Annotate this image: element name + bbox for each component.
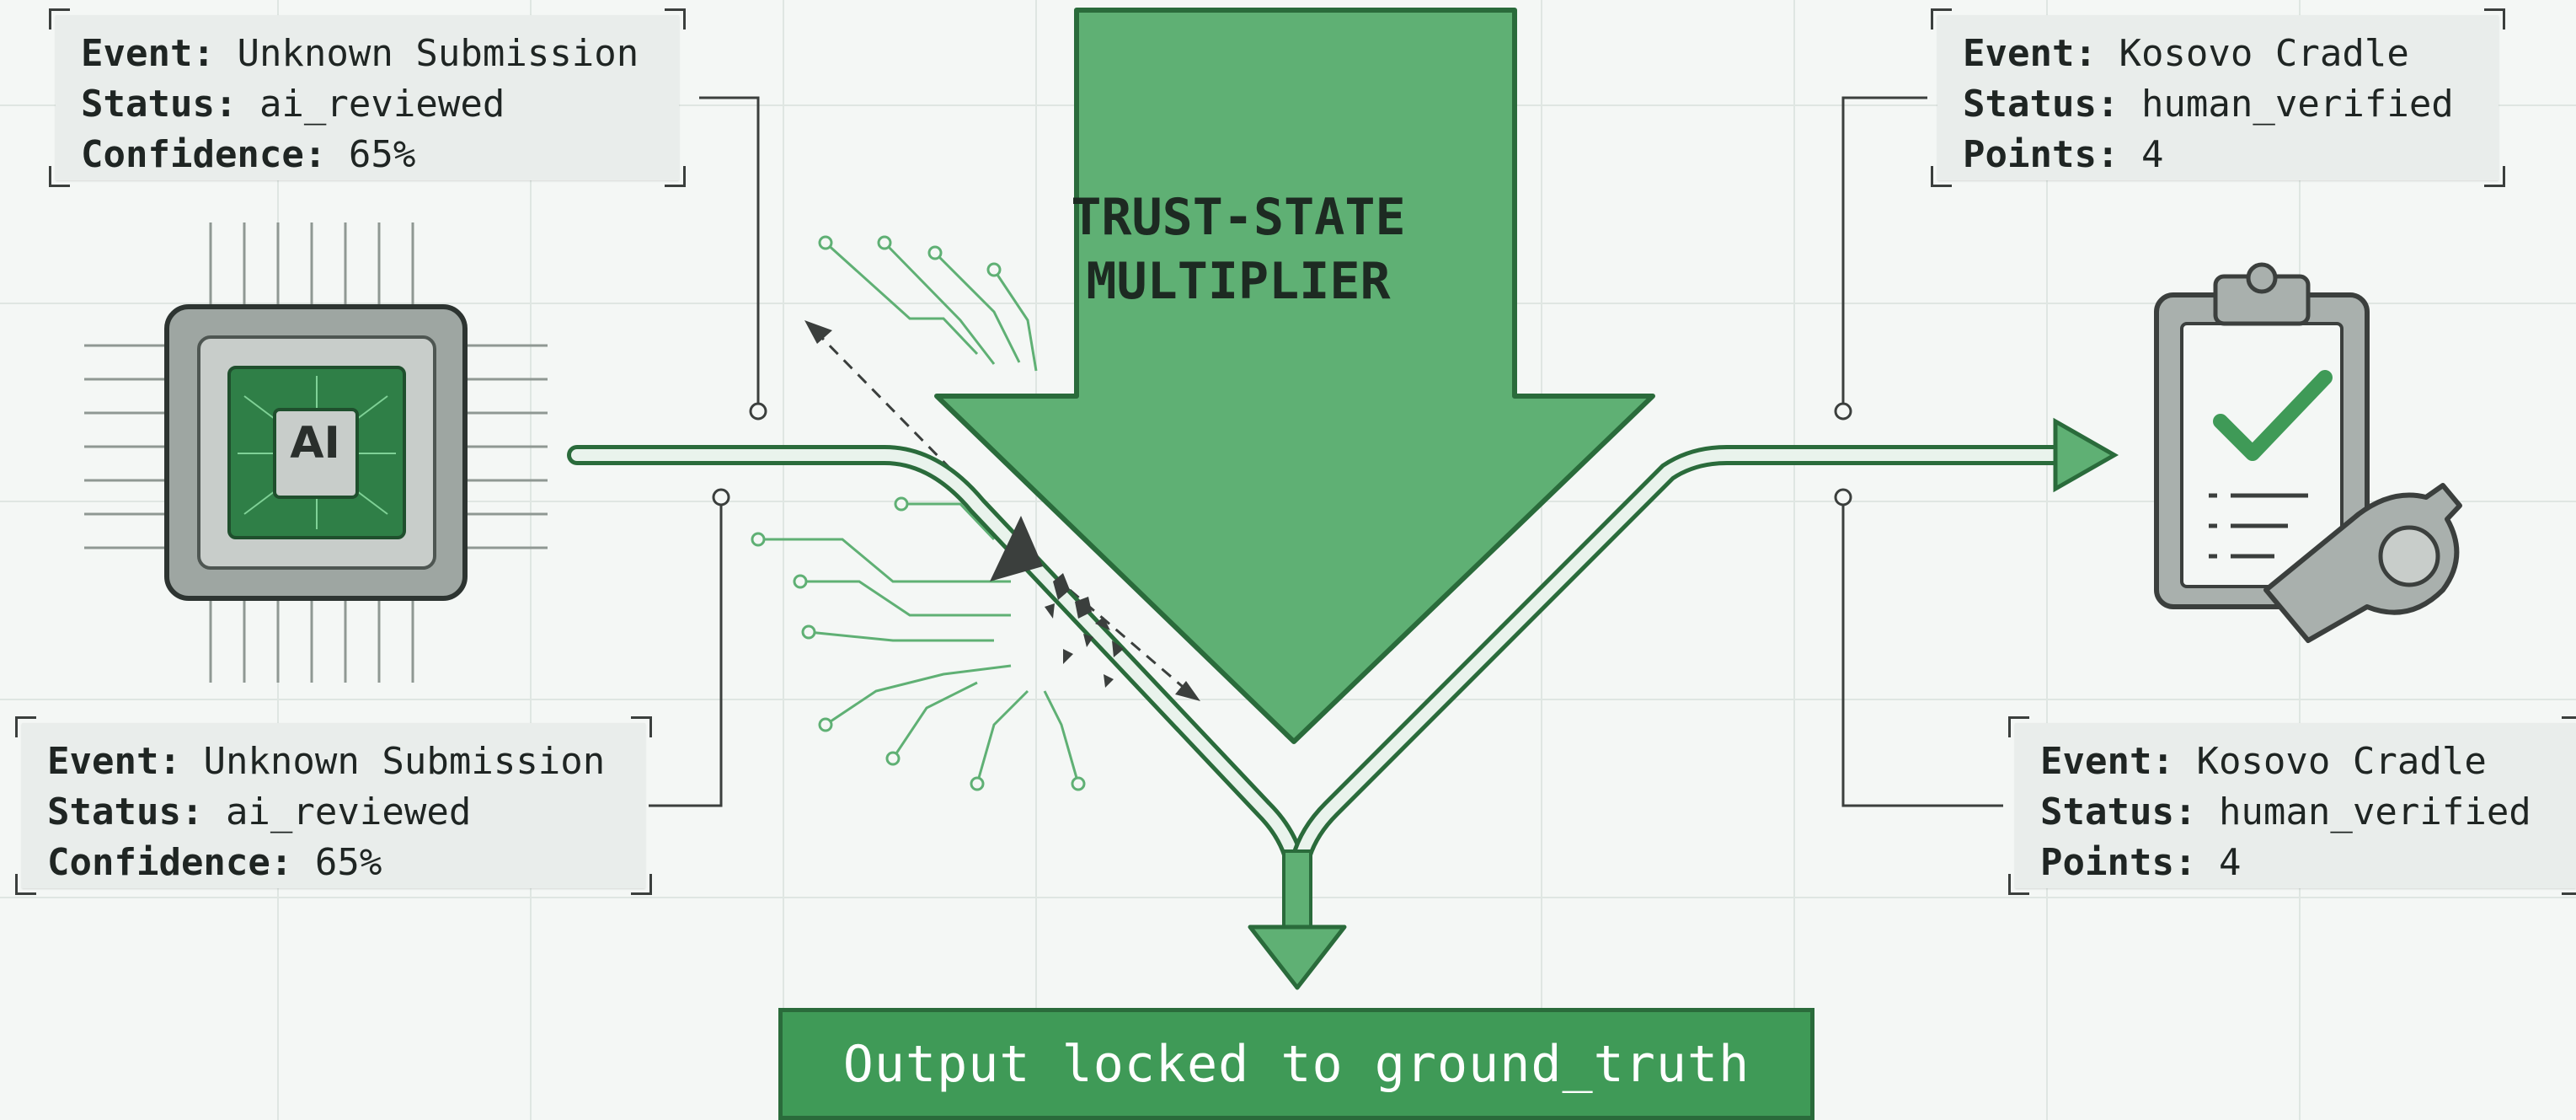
ai-chip-icon	[84, 222, 548, 683]
event-value: Kosovo Cradle	[2119, 32, 2409, 75]
input-flow-arrowhead	[990, 516, 1043, 581]
output-flow-arrowhead	[2053, 417, 2119, 493]
status-key: Status:	[2040, 790, 2197, 833]
clipboard-checklist-icon	[2154, 262, 2370, 609]
points-value: 4	[2140, 133, 2164, 176]
status-value: ai_reviewed	[225, 790, 472, 833]
output-banner: Output locked to ground_truth	[778, 1008, 1814, 1120]
event-key: Event:	[47, 740, 181, 783]
confidence-value: 65%	[314, 841, 382, 884]
info-card-top-right: Event: Kosovo Cradle Status: human_verif…	[1931, 8, 2505, 187]
status-key: Status:	[47, 790, 204, 833]
info-card-top-left: Event: Unknown Submission Status: ai_rev…	[49, 8, 686, 187]
event-key: Event:	[2040, 740, 2174, 783]
points-key: Points:	[1963, 133, 2119, 176]
event-value: Unknown Submission	[237, 32, 639, 75]
event-value: Unknown Submission	[203, 740, 606, 783]
deflection-arrowhead	[804, 320, 832, 344]
confidence-key: Confidence:	[81, 133, 327, 176]
shatter-fragments	[1045, 573, 1124, 688]
confidence-value: 65%	[348, 133, 416, 176]
trust-state-multiplier-arrow	[934, 8, 1655, 744]
arrow-title-line2: MULTIPLIER	[1086, 252, 1391, 311]
connector-lines	[649, 96, 2003, 807]
ai-chip-label: AI	[290, 418, 340, 469]
points-value: 4	[2218, 841, 2242, 884]
whistle-icon	[2263, 483, 2462, 643]
info-card-bottom-right: Event: Kosovo Cradle Status: human_verif…	[2008, 716, 2576, 895]
status-key: Status:	[1963, 83, 2119, 126]
status-value: ai_reviewed	[259, 83, 505, 126]
circuit-traces	[751, 235, 1086, 791]
event-key: Event:	[1963, 32, 2097, 75]
output-label: Output locked to ground_truth	[842, 1034, 1750, 1094]
points-key: Points:	[2040, 841, 2197, 884]
arrow-title: TRUST-STATE MULTIPLIER	[1061, 185, 1415, 313]
converge-arrow	[1248, 849, 1347, 990]
info-card-bottom-left: Event: Unknown Submission Status: ai_rev…	[15, 716, 652, 895]
event-key: Event:	[81, 32, 215, 75]
deflection-arrowhead-2	[1175, 681, 1200, 701]
status-key: Status:	[81, 83, 238, 126]
confidence-key: Confidence:	[47, 841, 293, 884]
event-value: Kosovo Cradle	[2196, 740, 2487, 783]
status-value: human_verified	[2140, 83, 2454, 126]
status-value: human_verified	[2218, 790, 2531, 833]
arrow-title-line1: TRUST-STATE	[1071, 188, 1406, 247]
checkmark-icon	[2213, 370, 2333, 461]
